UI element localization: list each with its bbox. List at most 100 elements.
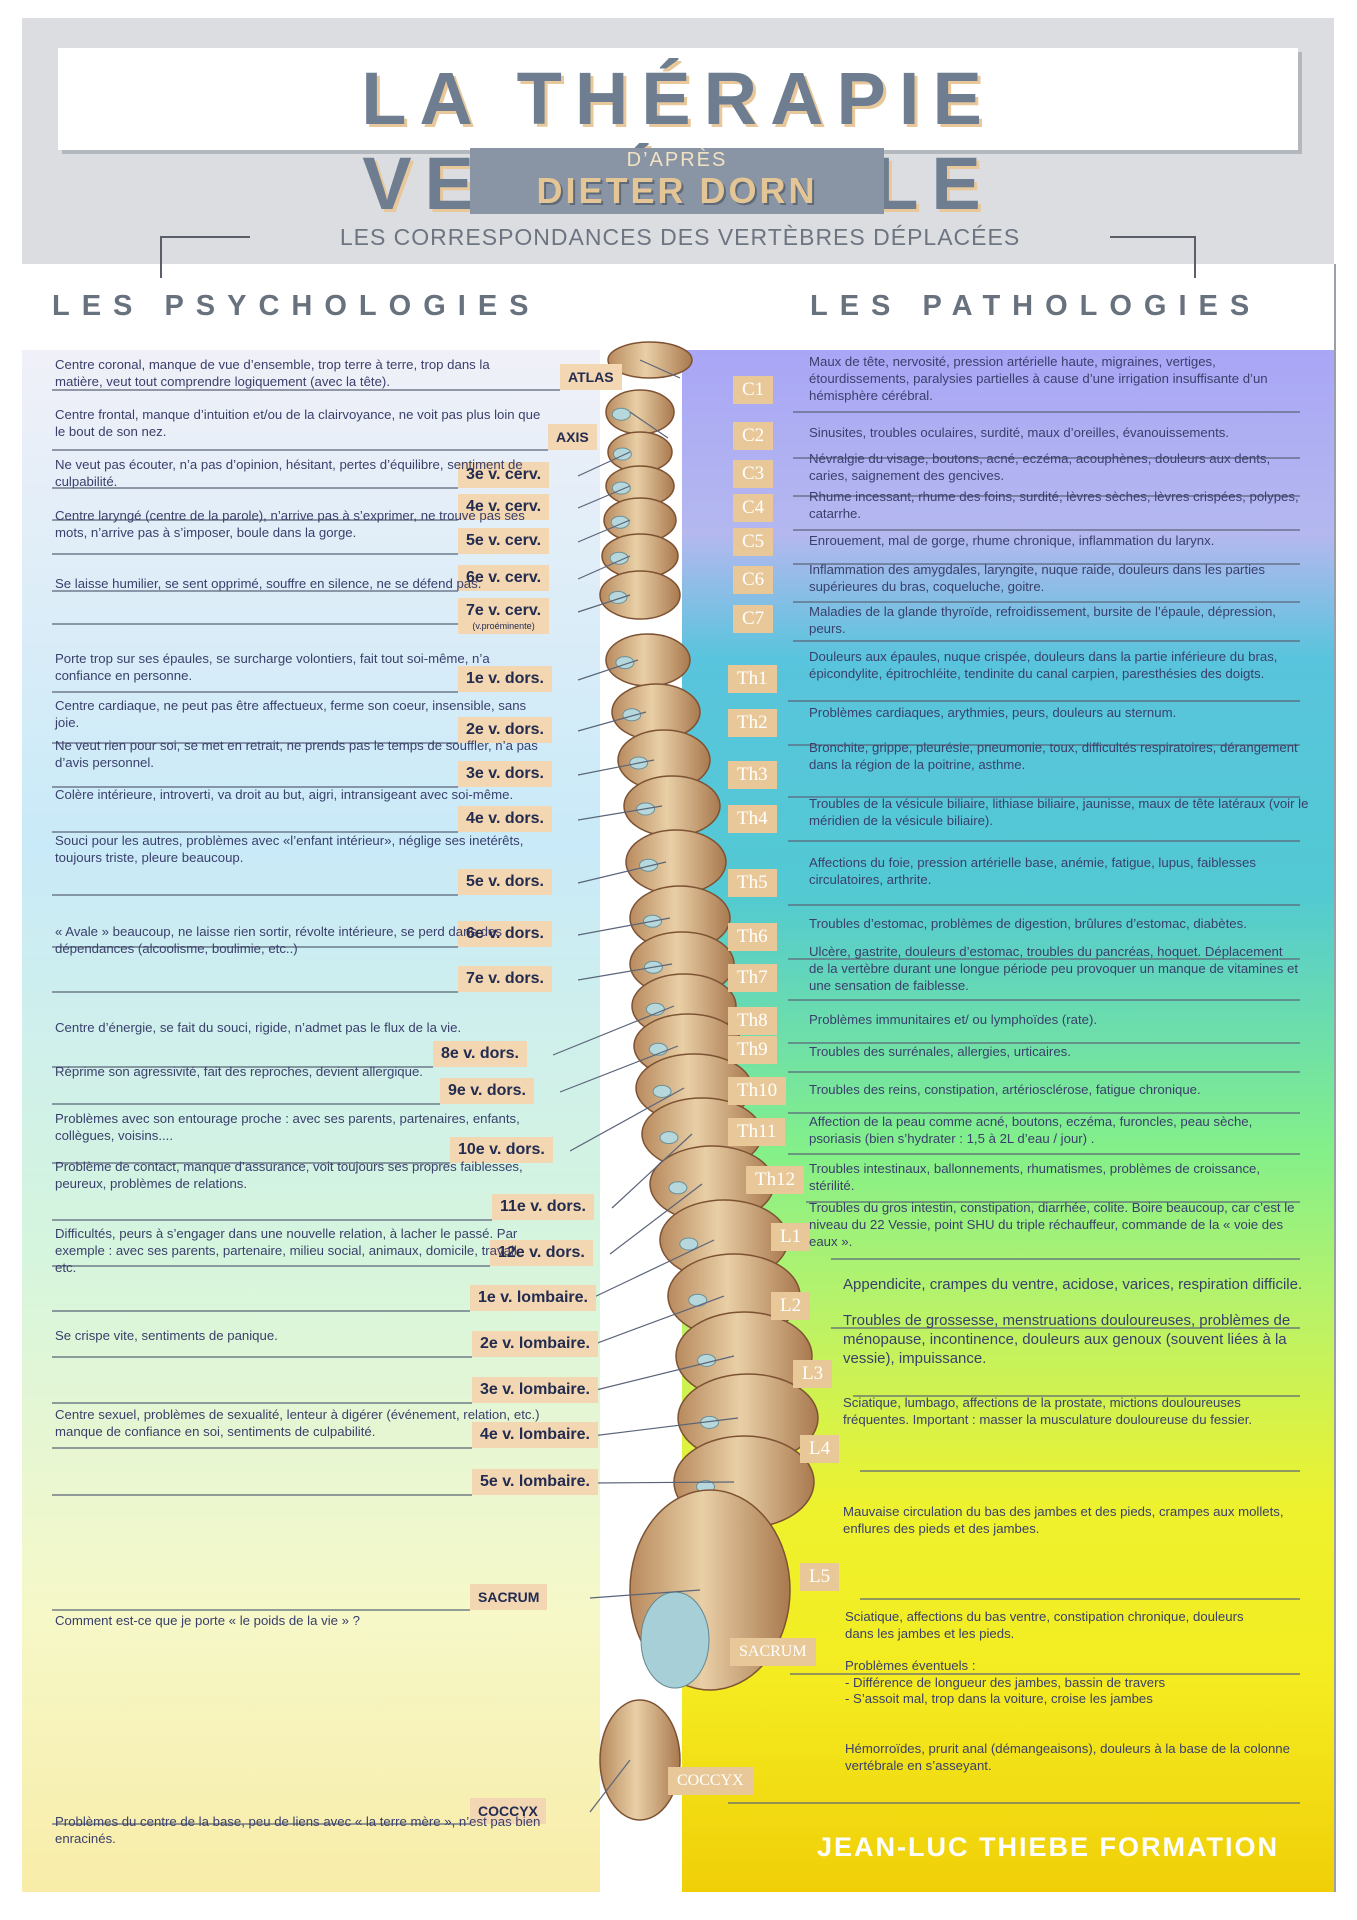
vertebra-label: 9e v. dors.	[440, 1078, 534, 1104]
pathology-text: Affection de la peau comme acné, boutons…	[809, 1114, 1253, 1146]
pathology-text: Problèmes cardiaques, arythmies, peurs, …	[809, 705, 1177, 720]
vertebra-code: Th5	[728, 869, 777, 897]
leader-line-spine	[591, 1417, 739, 1437]
sacral-surface	[640, 1591, 710, 1689]
leader-line-spine	[589, 1759, 631, 1813]
vertebra-code: C6	[733, 566, 774, 594]
pathology-text: Rhume incessant, rhume des foins, surdit…	[809, 489, 1299, 521]
vertebra-label: 12e v. dors.	[490, 1240, 593, 1266]
pathology-text: Mauvaise circulation du bas des jambes e…	[843, 1504, 1284, 1536]
right-heading: LES PATHOLOGIES	[810, 290, 1262, 322]
leader-line-spine	[591, 1481, 735, 1484]
leader-line-spine	[577, 555, 631, 580]
vertebra-code: L1	[771, 1223, 811, 1251]
vertebra-label-text: SACRUM	[478, 1589, 540, 1605]
psychology-text: Ne veut rien pour soi, se met en retrait…	[55, 738, 538, 770]
vertebra-label: 6e v. dors.	[458, 921, 552, 947]
pathology-text: Troubles des surrénales, allergies, urti…	[809, 1044, 1071, 1059]
vertebra-code: Th2	[728, 709, 777, 737]
vertebra-label: SACRUM	[470, 1584, 548, 1610]
vertebra-label: 6e v. cerv.	[458, 565, 550, 591]
vertebra-label-text: 3e v. cerv.	[466, 466, 542, 483]
foramen-17	[659, 1131, 679, 1145]
pathology-text: Troubles du gros intestin, constipation,…	[809, 1200, 1295, 1249]
pathology-text: Inflammation des amygdales, laryngite, n…	[809, 562, 1265, 594]
leader-line-spine	[591, 1355, 735, 1392]
psychology-text: Difficultés, peurs à s’engager dans une …	[55, 1226, 521, 1275]
psychology-text: Problèmes avec son entourage proche : av…	[55, 1111, 520, 1143]
vertebra-label-text: 9e v. dors.	[448, 1082, 526, 1099]
spine-group	[599, 341, 819, 1821]
bracket-right	[1090, 236, 1196, 278]
vertebra-label-text: 1e v. lombaire.	[478, 1289, 588, 1306]
vertebra-code: C1	[733, 376, 774, 404]
vertebra-label-text: 4e v. dors.	[466, 810, 544, 827]
pathology-text: Sinusites, troubles oculaires, surdité, …	[809, 425, 1230, 440]
leader-line-spine	[629, 411, 669, 439]
psychology-text: Centre frontal, manque d’intuition et/ou…	[55, 407, 541, 439]
vertebra-label-text: 10e v. dors.	[458, 1141, 545, 1158]
vertebra-label: 3e v. cerv.	[458, 462, 550, 488]
footer-credit: JEAN-LUC THIEBE FORMATION	[817, 1832, 1279, 1862]
leader-line-spine	[552, 1005, 675, 1056]
title-box	[58, 48, 1298, 150]
pathology-text: Douleurs aux épaules, nuque crispée, dou…	[809, 649, 1278, 681]
vertebra-label-text: 6e v. dors.	[466, 925, 544, 942]
leader-line-spine	[589, 1239, 715, 1300]
vertebra-code: L2	[771, 1292, 811, 1320]
leader-line-spine	[591, 1295, 725, 1346]
vertebra-code: Th9	[728, 1036, 777, 1064]
vertebra-label: 3e v. lombaire.	[472, 1377, 598, 1403]
pathology-text: Problèmes immunitaires et/ ou lymphoïdes…	[809, 1012, 1098, 1027]
vertebra-label: 4e v. dors.	[458, 806, 552, 832]
foramen-18	[668, 1181, 688, 1195]
vertebra-label: 1e v. dors.	[458, 666, 552, 692]
leader-line-spine	[577, 594, 631, 613]
pathology-text: - Différence de longueur des jambes, bas…	[845, 1675, 1166, 1690]
vertebra-label: ATLAS	[560, 364, 622, 390]
foramen-5	[609, 551, 629, 565]
vertebra-label-text: 2e v. lombaire.	[480, 1335, 590, 1352]
vertebra-label: 10e v. dors.	[450, 1137, 553, 1163]
vertebra-code: COCCYX	[668, 1767, 753, 1795]
vertebra-code: C4	[733, 494, 774, 522]
frame-border	[1334, 264, 1336, 1892]
vertebra-c1	[607, 341, 693, 379]
leader-line-spine	[577, 805, 663, 821]
vertebra-code: SACRUM	[730, 1638, 816, 1666]
leader-line-spine	[577, 759, 655, 776]
psychology-text: Se laisse humilier, se sent opprimé, sou…	[55, 576, 482, 591]
leader-lines	[52, 359, 1300, 1825]
vertebra-label: 7e v. cerv.(v.proéminente)	[458, 598, 550, 634]
vertebra-label: COCCYX	[470, 1798, 546, 1824]
pathology-text: Maladies de la glande thyroïde, refroidi…	[809, 604, 1276, 636]
after-label: D’APRÈS	[626, 149, 728, 171]
vertebra-label-text: 1e v. dors.	[466, 670, 544, 687]
pathology-text: Affections du foie, pression artérielle …	[809, 855, 1256, 887]
vertebra-code: C2	[733, 422, 774, 450]
psychology-text: Centre coronal, manque de vue d’ensemble…	[55, 357, 490, 389]
pathology-text: Sciatique, affections du bas ventre, con…	[845, 1609, 1244, 1641]
vertebra-label-text: 8e v. dors.	[441, 1045, 519, 1062]
vertebra-label: 2e v. dors.	[458, 717, 552, 743]
vertebra-code: Th10	[728, 1077, 787, 1105]
psychology-text: Problèmes du centre de la base, peu de l…	[55, 1814, 541, 1846]
psychology-text: Se crispe vite, sentiments de panique.	[55, 1328, 278, 1343]
foramen-16	[652, 1084, 672, 1098]
leader-line-spine	[569, 1087, 685, 1152]
vertebra-code: L4	[800, 1435, 840, 1463]
foramen-19	[679, 1237, 699, 1251]
vertebra-label: 4e v. lombaire.	[472, 1422, 598, 1448]
vertebra-code: C7	[733, 605, 774, 633]
vertebra-coccyx	[599, 1699, 681, 1821]
vertebra-code: Th4	[728, 805, 777, 833]
vertebra-label: 5e v. dors.	[458, 869, 552, 895]
leader-line-spine	[611, 1133, 693, 1209]
vertebra-label: 1e v. lombaire.	[470, 1285, 596, 1311]
vertebra-code: C5	[733, 528, 774, 556]
vertebra-code: Th8	[728, 1007, 777, 1035]
pathology-text: Appendicite, crampes du ventre, acidose,…	[843, 1276, 1303, 1293]
leader-line-spine	[577, 861, 667, 884]
leader-line-spine	[609, 1183, 703, 1255]
leader-line-spine	[577, 519, 631, 543]
